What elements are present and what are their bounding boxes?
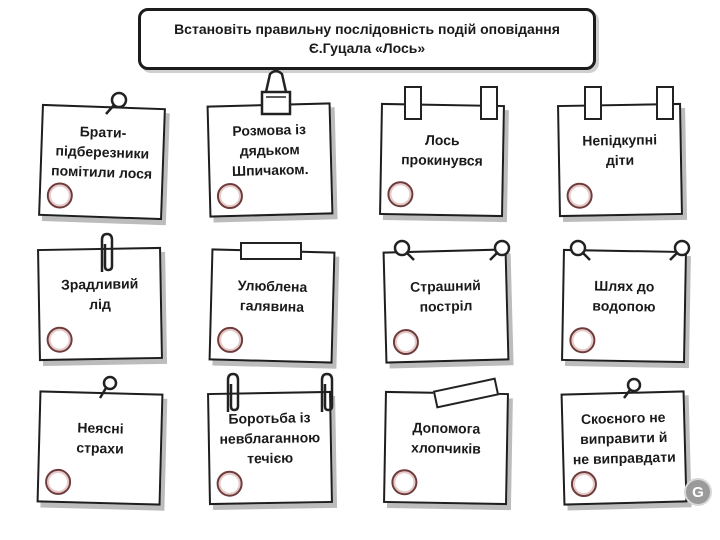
number-circle[interactable] — [216, 326, 244, 354]
pushpin-icon — [393, 239, 415, 261]
tape-icon — [656, 86, 674, 120]
pushpin-icon — [489, 239, 511, 261]
pushpin-icon — [623, 377, 642, 399]
paperclip-icon — [100, 232, 114, 272]
paperclip-icon — [226, 372, 240, 412]
number-circle[interactable] — [387, 181, 414, 208]
number-circle[interactable] — [569, 327, 596, 354]
pushpin-icon — [569, 239, 591, 261]
paperclip-icon — [320, 372, 334, 412]
title-banner: Встановіть правильну послідовність подій… — [138, 8, 596, 70]
title-line-1: Встановіть правильну послідовність подій… — [174, 21, 560, 37]
pushpin-icon — [98, 375, 118, 399]
number-circle[interactable] — [392, 328, 420, 356]
number-circle[interactable] — [566, 182, 593, 209]
title-line-2: Є.Гуцала «Лось» — [308, 40, 426, 56]
number-circle[interactable] — [44, 468, 72, 496]
pushpin-icon — [105, 91, 128, 115]
number-circle[interactable] — [216, 182, 244, 210]
tape-icon — [584, 86, 602, 120]
number-circle[interactable] — [46, 326, 73, 353]
pushpin-icon — [669, 239, 691, 261]
number-circle[interactable] — [391, 469, 418, 496]
binder-clip-icon — [260, 70, 292, 116]
tape-icon — [480, 86, 498, 120]
number-circle[interactable] — [570, 470, 598, 498]
watermark-logo: G — [684, 478, 712, 506]
number-circle[interactable] — [216, 470, 243, 497]
number-circle[interactable] — [46, 182, 74, 209]
tape-icon — [404, 86, 422, 120]
tape-icon — [240, 242, 302, 260]
